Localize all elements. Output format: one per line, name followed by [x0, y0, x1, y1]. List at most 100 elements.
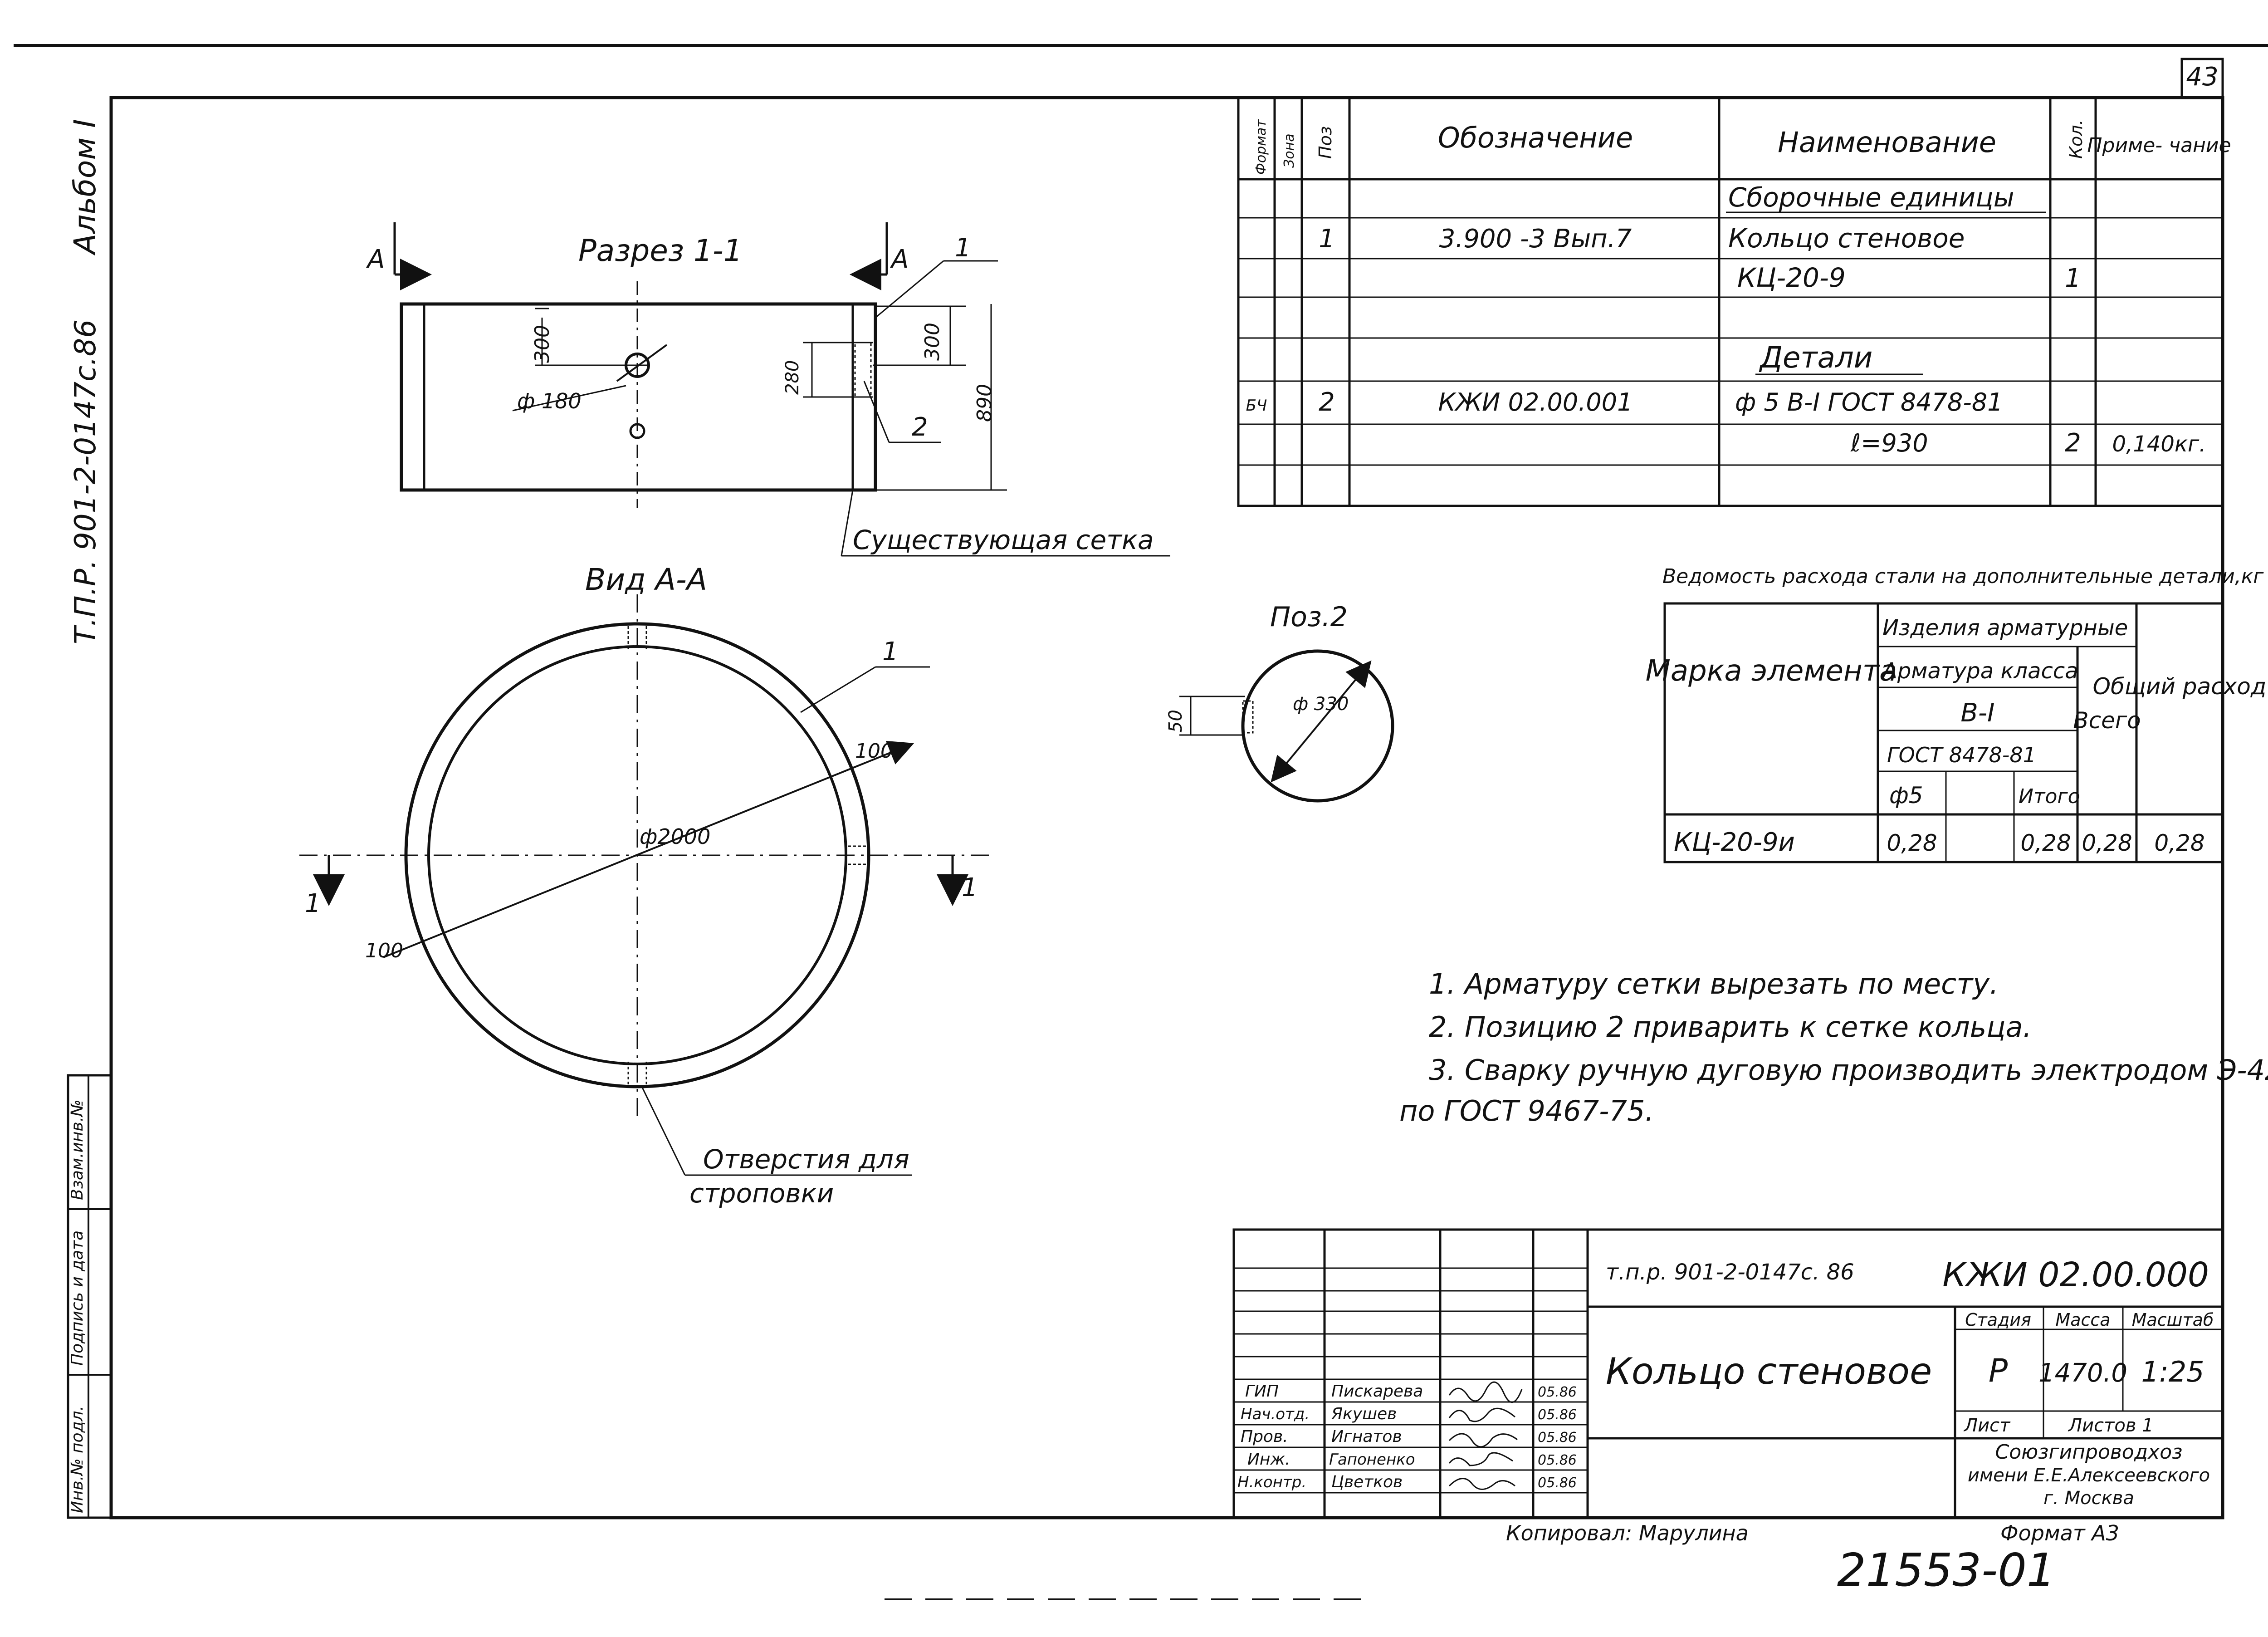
pos2-insert: [854, 342, 872, 398]
steel-h3: В-I: [1960, 698, 1994, 728]
note-3: 3. Сварку ручную дуговую производить эле…: [1429, 1054, 2268, 1087]
side-stamp-box: [67, 1074, 112, 1519]
tb-sheets-label: Листов 1: [2068, 1415, 2154, 1436]
title-block-text: т.п.р. 901-2-0147с. 86 КЖИ 02.00.000 Кол…: [1237, 1255, 2214, 1509]
steel-row-d5: 0,28: [1887, 830, 1937, 856]
tb-sheet-label: Лист: [1963, 1415, 2011, 1436]
spec-row-5-pos: 2: [1319, 387, 1335, 417]
title-block: [1232, 1228, 2224, 1519]
plan-cut-left: 1: [305, 889, 321, 918]
detail-circle: [1241, 649, 1394, 803]
tb-stage-label: Стадия: [1965, 1310, 2031, 1330]
tb-name-2: Игнатов: [1331, 1427, 1402, 1446]
hdr-format: Формат: [1253, 119, 1269, 175]
hdr-name: Наименование: [1778, 126, 1996, 159]
steel-h6: Итого: [2019, 785, 2080, 808]
steel-row-obsh: 0,28: [2154, 830, 2204, 856]
plan-view: Вид А-А ф2000 100 100 1 1 1 Отверстия дл…: [299, 562, 993, 1209]
steel-row-vsego: 0,28: [2082, 830, 2132, 856]
steel-general-col: Общий расход: [2093, 673, 2267, 700]
section-title: Разрез 1-1: [578, 233, 743, 268]
spec-table-headers: Формат Зона Поз Обозначение Наименование…: [1253, 119, 2231, 175]
steel-table-text: Марка элемента Изделия арматурные Армату…: [1646, 615, 2267, 857]
tb-project-ref: т.п.р. 901-2-0147с. 86: [1606, 1260, 1854, 1285]
hdr-zone: Зона: [1281, 133, 1297, 168]
tb-name-4: Цветков: [1331, 1473, 1403, 1491]
signature-4: [1448, 1478, 1515, 1490]
spec-table-rows: Сборочные единицы 1 3.900 -3 Вып.7 Кольц…: [1246, 182, 2206, 458]
tb-role-4: Н.контр.: [1237, 1473, 1306, 1491]
thickness-bottom: 100: [365, 939, 403, 962]
spec-row-0-name: Сборочные единицы: [1728, 182, 2014, 213]
note-1: 1. Арматуру сетки вырезать по месту.: [1429, 967, 1999, 1000]
signature-0: [1448, 1381, 1523, 1403]
steel-h2: Арматура класса: [1881, 658, 2078, 684]
detail-diameter: ф 330: [1293, 694, 1349, 715]
plan-title: Вид А-А: [585, 562, 707, 597]
hdr-qty: Кол.: [2066, 119, 2086, 159]
tb-org-2: имени Е.Е.Алексеевского: [1968, 1465, 2210, 1486]
dim-300-right: 300: [921, 323, 944, 361]
tb-part-name: Кольцо стеновое: [1606, 1350, 1932, 1392]
stamp-original-inv: Инв.№ подл.: [68, 1406, 87, 1513]
steel-h4: ГОСТ 8478-81: [1887, 743, 2036, 767]
section-view: Разрез 1-1 А А 300 ф 180 280 300: [366, 222, 1170, 557]
existing-mesh-label: Существующая сетка: [853, 524, 1154, 555]
steel-table-title: Ведомость расхода стали на дополнительны…: [1662, 565, 2264, 588]
hdr-note: Приме- чание: [2087, 134, 2231, 157]
hdr-pos: Поз: [1315, 126, 1335, 159]
note-2: 2. Позицию 2 приварить к сетке кольца.: [1429, 1010, 2032, 1044]
tb-date-3: 05.86: [1538, 1452, 1577, 1468]
tb-scale: 1:25: [2141, 1355, 2204, 1388]
steel-table: [1663, 602, 2224, 863]
signature-3: [1448, 1452, 1513, 1466]
section-outline: [400, 302, 877, 492]
side-project-code: Т.П.Р. 901-2-0147с.86: [69, 319, 103, 644]
spec-row-2-name: КЦ-20-9: [1737, 262, 1846, 293]
plan-cut-right: 1: [962, 873, 978, 902]
steel-row-itogo: 0,28: [2020, 830, 2071, 856]
hole-diameter: ф 180: [517, 389, 582, 413]
spec-row-6-qty: 2: [2065, 428, 2081, 458]
detail-dim-50: 50: [1165, 710, 1186, 733]
spec-row-5-format: БЧ: [1246, 397, 1267, 415]
tb-name-0: Пискарева: [1331, 1382, 1423, 1401]
spec-row-1-pos: 1: [1319, 224, 1335, 254]
tb-date-0: 05.86: [1538, 1384, 1577, 1400]
steel-total-col: Всего: [2073, 707, 2141, 734]
section-pos1-label: 1: [955, 233, 971, 263]
tb-role-1: Нач.отд.: [1241, 1405, 1310, 1423]
tb-role-0: ГИП: [1245, 1382, 1279, 1401]
footer-copied: Копировал: Марулина: [1506, 1521, 1749, 1545]
tb-scale-label: Масштаб: [2132, 1310, 2214, 1330]
plan-pos1-label: 1: [882, 637, 899, 667]
note-4: по ГОСТ 9467-75.: [1399, 1094, 1654, 1127]
notes: 1. Арматуру сетки вырезать по месту. 2. …: [1399, 967, 2268, 1127]
section-cut-label-left: А: [366, 245, 385, 274]
signatures: [1448, 1381, 1523, 1490]
footer-inventory: 21553-01: [1837, 1544, 2055, 1597]
spec-row-1-name: Кольцо стеновое: [1728, 223, 1965, 254]
tb-org-1: Союзгипроводхоз: [1995, 1441, 2182, 1464]
stamp-signature-date: Подпись и дата: [68, 1230, 87, 1366]
album-label: Альбом I: [68, 119, 103, 256]
section-pos2-label: 2: [912, 412, 928, 442]
tb-date-4: 05.86: [1538, 1475, 1577, 1491]
spec-row-1-designation: 3.900 -3 Вып.7: [1439, 224, 1632, 254]
stamp-replacement-inv: Взам.инв.№: [68, 1099, 87, 1200]
footer-format: Формат А3: [2000, 1521, 2119, 1545]
hdr-designation: Обозначение: [1438, 121, 1633, 154]
tb-date-2: 05.86: [1538, 1430, 1577, 1446]
tb-name-1: Якушев: [1331, 1405, 1397, 1423]
spec-row-5-name: ф 5 В-I ГОСТ 8478-81: [1735, 388, 2003, 417]
holes-note-line1: Отверстия для: [703, 1144, 909, 1175]
detail-title: Поз.2: [1270, 601, 1348, 633]
spec-row-6-name: ℓ=930: [1850, 429, 1928, 457]
tb-name-3: Гапоненко: [1329, 1451, 1415, 1469]
spec-row-4-name: Детали: [1759, 341, 1872, 375]
tb-doc-code: КЖИ 02.00.000: [1942, 1255, 2209, 1294]
spec-row-2-qty: 1: [2065, 264, 2081, 293]
signature-2: [1448, 1433, 1518, 1448]
